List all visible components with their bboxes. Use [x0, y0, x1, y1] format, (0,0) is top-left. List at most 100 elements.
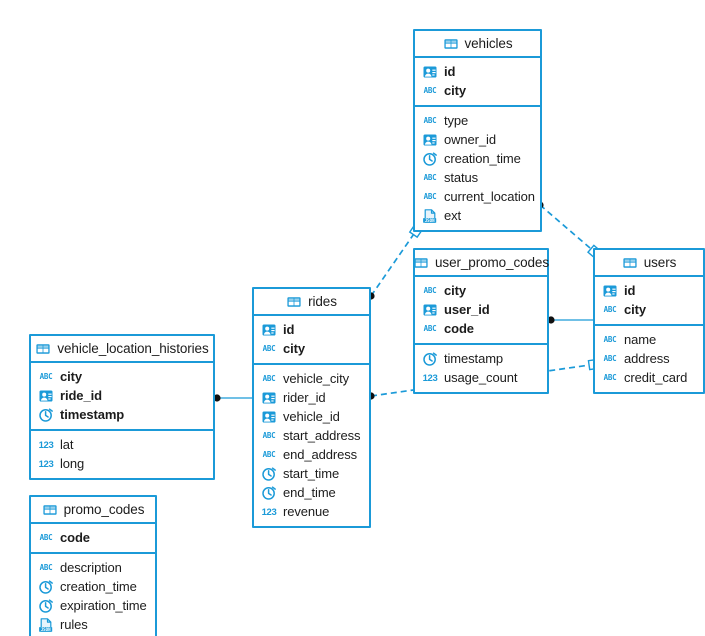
- field-label: creation_time: [60, 579, 137, 594]
- relationship-upc-users[interactable]: [547, 316, 593, 324]
- column-field[interactable]: owner_id: [415, 130, 540, 149]
- entity-header-vehicle_location_histories[interactable]: vehicle_location_histories: [31, 336, 213, 363]
- abc-string-icon: ABC: [423, 323, 437, 333]
- field-label: creation_time: [444, 151, 521, 166]
- abc-string-icon: ABC: [603, 372, 617, 382]
- table-icon: [413, 255, 429, 271]
- column-field[interactable]: rider_id: [254, 388, 369, 407]
- column-field[interactable]: vehicle_id: [254, 407, 369, 426]
- 123-number-icon: 123: [38, 458, 54, 470]
- primary-key-field[interactable]: user_id: [415, 300, 547, 319]
- field-label: usage_count: [444, 370, 518, 385]
- id-card-icon: [261, 390, 277, 406]
- relationship-line: [370, 227, 419, 297]
- column-field[interactable]: 123 usage_count: [415, 368, 547, 387]
- entity-header-rides[interactable]: rides: [254, 289, 369, 316]
- id-card-icon: [261, 322, 277, 338]
- column-field[interactable]: 123 revenue: [254, 502, 369, 521]
- entity-title: user_promo_codes: [435, 255, 549, 270]
- relationship-line: [539, 204, 598, 255]
- field-label: expiration_time: [60, 598, 147, 613]
- field-label: vehicle_id: [283, 409, 340, 424]
- field-label: id: [283, 322, 295, 337]
- 123-number-icon: 123: [422, 372, 438, 384]
- json-file-icon: JSON: [38, 617, 54, 633]
- entity-title: promo_codes: [63, 502, 145, 517]
- field-label: user_id: [444, 302, 490, 317]
- entity-header-user_promo_codes[interactable]: user_promo_codes: [413, 250, 549, 277]
- table-icon: [443, 36, 459, 52]
- field-label: id: [624, 283, 636, 298]
- field-label: revenue: [283, 504, 330, 519]
- table-icon: [42, 502, 58, 518]
- abc-string-icon: ABC: [603, 334, 617, 344]
- abc-string-icon: ABC: [39, 532, 53, 542]
- primary-key-field[interactable]: ride_id: [31, 386, 213, 405]
- table-icon: [286, 294, 302, 310]
- column-field[interactable]: creation_time: [415, 149, 540, 168]
- column-field[interactable]: expiration_time: [31, 596, 155, 615]
- column-field[interactable]: end_time: [254, 483, 369, 502]
- id-card-icon: [38, 388, 54, 404]
- clock-icon: [261, 466, 277, 482]
- entity-header-users[interactable]: users: [595, 250, 703, 277]
- column-field[interactable]: start_time: [254, 464, 369, 483]
- primary-key-field[interactable]: timestamp: [31, 405, 213, 424]
- column-field[interactable]: timestamp: [415, 349, 547, 368]
- relationship-vlh-rides[interactable]: [213, 394, 252, 402]
- entity-title: vehicles: [464, 36, 513, 51]
- field-label: lat: [60, 437, 74, 452]
- field-label: vehicle_city: [283, 371, 349, 386]
- abc-string-icon: ABC: [423, 115, 437, 125]
- entity-title: rides: [308, 294, 337, 309]
- table-icon: [622, 255, 638, 271]
- entity-header-vehicles[interactable]: vehicles: [415, 31, 540, 58]
- field-label: start_address: [283, 428, 361, 443]
- primary-key-field[interactable]: id: [254, 320, 369, 339]
- column-field[interactable]: creation_time: [31, 577, 155, 596]
- column-section: timestamp 123 usage_count: [415, 345, 547, 392]
- primary-key-field[interactable]: id: [595, 281, 703, 300]
- abc-string-icon: ABC: [39, 371, 53, 381]
- entity-header-promo_codes[interactable]: promo_codes: [31, 497, 155, 524]
- 123-number-icon: 123: [261, 506, 277, 518]
- primary-key-field[interactable]: id: [415, 62, 540, 81]
- field-label: ride_id: [60, 388, 102, 403]
- field-label: city: [444, 83, 467, 98]
- clock-icon: [38, 407, 54, 423]
- field-label: description: [60, 560, 122, 575]
